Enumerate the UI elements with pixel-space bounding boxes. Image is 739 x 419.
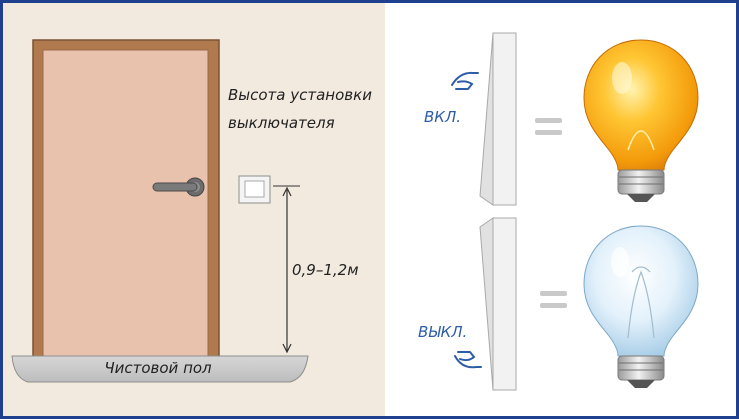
dimension-line bbox=[273, 185, 300, 354]
floor bbox=[11, 355, 309, 383]
door bbox=[32, 39, 220, 361]
switch-off: ВЫКЛ. bbox=[418, 217, 517, 391]
hand-pointer-icon bbox=[454, 351, 482, 369]
height-label-line1: Высота установки bbox=[228, 86, 372, 104]
off-label: ВЫКЛ. bbox=[418, 323, 467, 341]
floor-label: Чистовой пол bbox=[104, 359, 212, 377]
height-label-line2: выключателя bbox=[228, 114, 335, 132]
hand-pointer-icon bbox=[451, 71, 479, 90]
lightbulb-on-icon bbox=[583, 39, 699, 202]
door-panel bbox=[42, 49, 209, 361]
equals-icon bbox=[540, 291, 567, 308]
switch-rocker-off bbox=[492, 217, 517, 391]
switch-on: ВКЛ. bbox=[424, 32, 517, 206]
on-label: ВКЛ. bbox=[424, 108, 461, 126]
door-handle-icon bbox=[152, 177, 205, 197]
wall-switch-icon bbox=[238, 175, 271, 204]
switch-rocker-on bbox=[492, 32, 517, 206]
equals-icon bbox=[535, 118, 562, 135]
dimension-label: 0,9–1,2м bbox=[292, 261, 359, 279]
lightbulb-off-icon bbox=[583, 225, 699, 388]
